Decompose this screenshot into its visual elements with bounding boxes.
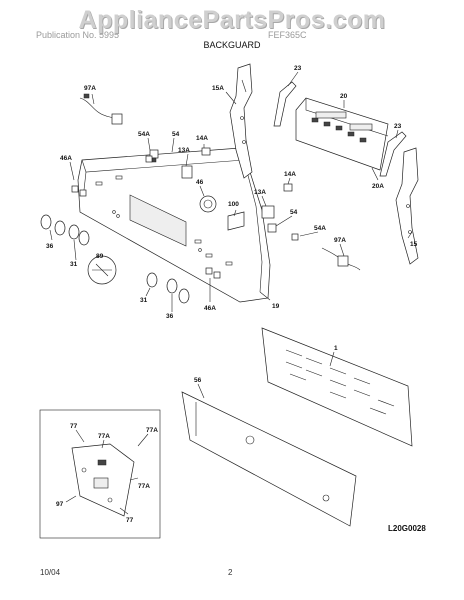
indicator-14A-top <box>201 147 211 156</box>
switches-46A-bottom <box>205 267 221 279</box>
callout-36-left: 36 <box>46 243 54 250</box>
callout-97: 97 <box>56 501 64 508</box>
callout-56: 56 <box>194 377 202 384</box>
leader-lines <box>49 71 413 515</box>
bracket-23-right <box>379 131 407 177</box>
switches-46A-left <box>71 185 87 197</box>
end-bracket-right <box>395 147 419 265</box>
footer-page-number: 2 <box>228 568 233 577</box>
callout-20A: 20A <box>372 183 384 190</box>
callout-labels: 97A 15A 23 20 54A 54 14A 13A 23 46A 46 2… <box>46 65 418 524</box>
callout-19: 19 <box>272 303 280 310</box>
switch-54A-top <box>145 155 153 163</box>
callout-97A-mid: 97A <box>334 237 346 244</box>
callout-13A-mid: 13A <box>254 189 266 196</box>
drawing-code: L20G0028 <box>388 524 426 533</box>
callout-77A-b: 77A <box>146 427 158 434</box>
knob-46 <box>199 195 217 213</box>
footer-date: 10/04 <box>40 568 61 577</box>
relay-13A-top <box>181 165 193 179</box>
faint-publication-label: Publication No. 5995 <box>36 30 120 40</box>
indicator-14A-mid <box>283 183 293 192</box>
relay-13A-mid <box>261 205 275 219</box>
harness-97A-mid <box>321 247 361 271</box>
callout-15A: 15A <box>212 85 224 92</box>
switch-54-mid <box>267 223 277 233</box>
callout-54A-top: 54A <box>138 131 150 138</box>
callout-77A-c: 77A <box>138 483 150 490</box>
watermark-logo: AppliancePartsPros.com <box>78 6 386 34</box>
bracket-100 <box>227 211 245 231</box>
backguard-panel <box>77 147 271 303</box>
screw-89-detail <box>87 255 117 285</box>
switch-54A-mid <box>291 233 299 241</box>
callout-46A-bottom: 46A <box>204 305 216 312</box>
callout-14A-top: 14A <box>196 135 208 142</box>
callout-31-left: 31 <box>70 261 78 268</box>
callout-36-bottom: 36 <box>166 313 174 320</box>
section-title: BACKGUARD <box>203 40 261 50</box>
harness-97A-top <box>79 93 123 125</box>
callout-23-right: 23 <box>394 123 402 130</box>
callout-15: 15 <box>410 241 418 248</box>
callout-1: 1 <box>334 345 338 352</box>
callout-31-bottom: 31 <box>140 297 148 304</box>
callout-46: 46 <box>196 179 204 186</box>
callout-14A-mid: 14A <box>284 171 296 178</box>
knobs-bottom <box>146 272 190 304</box>
callout-77-a: 77 <box>70 423 78 430</box>
lower-back-panel <box>181 391 357 527</box>
callout-54A-mid: 54A <box>314 225 326 232</box>
callout-54-mid: 54 <box>290 209 298 216</box>
bracket-23-left <box>273 81 297 127</box>
callout-77-b: 77 <box>126 517 134 524</box>
callout-100: 100 <box>228 201 239 208</box>
switch-54-top <box>149 149 159 163</box>
callout-97A-top: 97A <box>84 85 96 92</box>
callout-54-top: 54 <box>172 131 180 138</box>
end-bracket-left <box>229 63 253 179</box>
callout-77A-a: 77A <box>98 433 110 440</box>
clock-control-board <box>295 97 389 171</box>
inset-box <box>39 409 161 539</box>
callout-23-top: 23 <box>294 65 302 72</box>
callout-46A-left: 46A <box>60 155 72 162</box>
knobs-left <box>40 214 90 246</box>
rear-panel <box>261 327 413 447</box>
callout-13A-top: 13A <box>178 147 190 154</box>
callout-89: 89 <box>96 253 104 260</box>
callout-20: 20 <box>340 93 348 100</box>
faint-model-label: FEF365C <box>268 30 307 40</box>
